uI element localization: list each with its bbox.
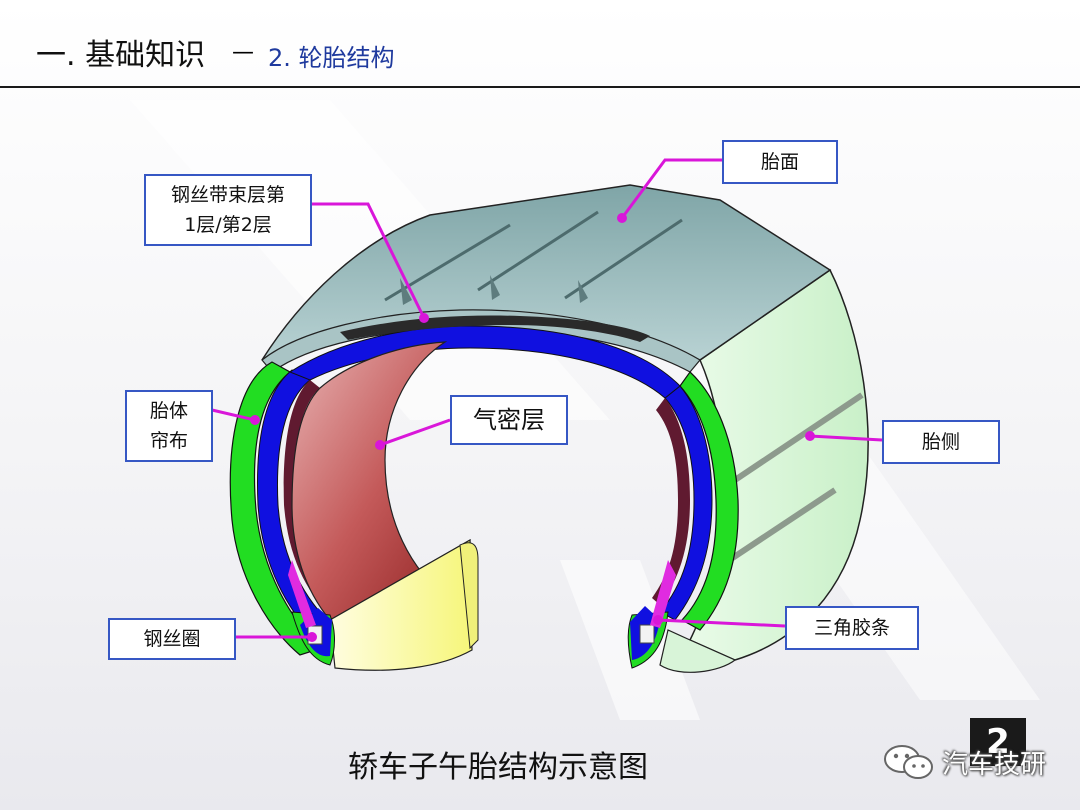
leader-sidewall [809, 434, 883, 442]
leader-carcass [211, 408, 256, 422]
leader-apex [657, 618, 786, 628]
tread-groove [477, 210, 599, 292]
leader-dots [250, 213, 815, 642]
label-steel-belt: 钢丝带束层第 1层/第2层 [144, 174, 312, 246]
label-carcass-line2: 帘布 [149, 430, 188, 452]
sidewall-groove [733, 392, 864, 483]
tread-groove-notch [400, 278, 412, 305]
tread-groove-notch [578, 280, 588, 303]
sidewall-groove [720, 487, 837, 568]
label-tread: 胎面 [722, 140, 838, 184]
wechat-icon [884, 745, 933, 779]
label-bead-wire: 钢丝圈 [108, 618, 236, 660]
leader-inner-liner [379, 418, 451, 447]
leader-lines [211, 158, 883, 639]
label-steel-belt-line1: 钢丝带束层第 [170, 184, 285, 206]
leader-tread [620, 158, 722, 219]
label-inner-liner: 气密层 [450, 395, 568, 445]
title-separator: — [232, 40, 254, 65]
label-sidewall: 胎侧 [882, 420, 1000, 464]
right-apex [650, 560, 676, 628]
right-inner-dark [652, 398, 690, 605]
page-title: 一. 基础知识 [36, 38, 206, 73]
tread-groove [384, 223, 511, 302]
label-apex: 三角胶条 [785, 606, 919, 650]
diagram-caption: 轿车子午胎结构示意图 [348, 750, 648, 785]
label-steel-belt-line2: 1层/第2层 [184, 214, 272, 236]
page-number-badge: 2 [970, 718, 1026, 766]
tread-groove-notch [490, 275, 500, 300]
steel-belt [340, 315, 650, 342]
right-bead-wire [639, 624, 655, 644]
right-bead-outer [659, 629, 737, 673]
brand-watermark: 汽车技研 [942, 750, 1047, 780]
left-apex [288, 560, 316, 628]
leader-belt [312, 202, 426, 319]
tread-groove [564, 218, 683, 300]
header-bar: 一. 基础知识 — 2. 轮胎结构 [0, 0, 1080, 88]
page-subtitle: 2. 轮胎结构 [268, 44, 395, 72]
label-carcass-line1: 胎体 [149, 400, 188, 422]
left-bead-lip [459, 542, 479, 650]
label-carcass-ply: 胎体 帘布 [125, 390, 213, 462]
left-bead-face [329, 538, 473, 671]
